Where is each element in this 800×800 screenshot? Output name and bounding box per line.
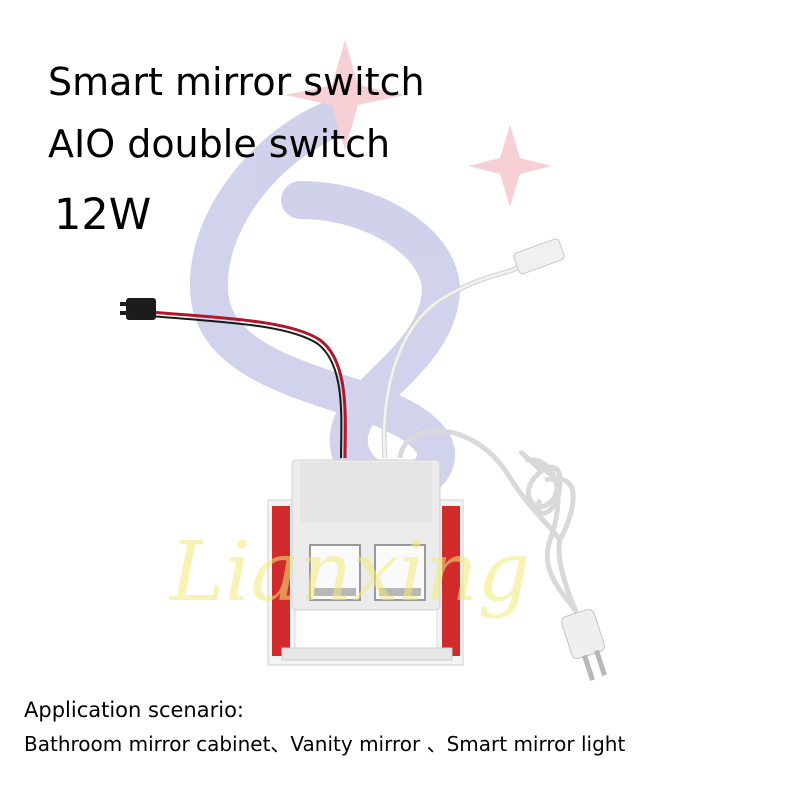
white-power-cord bbox=[397, 428, 583, 622]
white-sensor-cable bbox=[381, 238, 565, 459]
application-label: Application scenario: bbox=[24, 698, 244, 722]
red-power-wire bbox=[120, 298, 347, 459]
adhesive-strip-left bbox=[272, 506, 290, 656]
mains-plug bbox=[561, 608, 607, 681]
headline-product-name: Smart mirror switch bbox=[48, 60, 425, 104]
watermark-star-large bbox=[285, 40, 405, 150]
watermark-star-small bbox=[468, 125, 552, 207]
connector-plug-white bbox=[513, 238, 565, 275]
headline-product-type: AIO double switch bbox=[48, 122, 391, 166]
watermark-text: Lianxing bbox=[168, 525, 530, 620]
adhesive-strip-right bbox=[442, 506, 460, 656]
connector-plug-black bbox=[126, 298, 156, 320]
watermark-logo bbox=[189, 40, 552, 506]
watermark-swirl bbox=[189, 101, 460, 506]
headline-power-rating: 12W bbox=[54, 190, 152, 240]
switch-module bbox=[267, 459, 464, 666]
application-scenarios: Bathroom mirror cabinet、Vanity mirror 、S… bbox=[24, 732, 626, 756]
